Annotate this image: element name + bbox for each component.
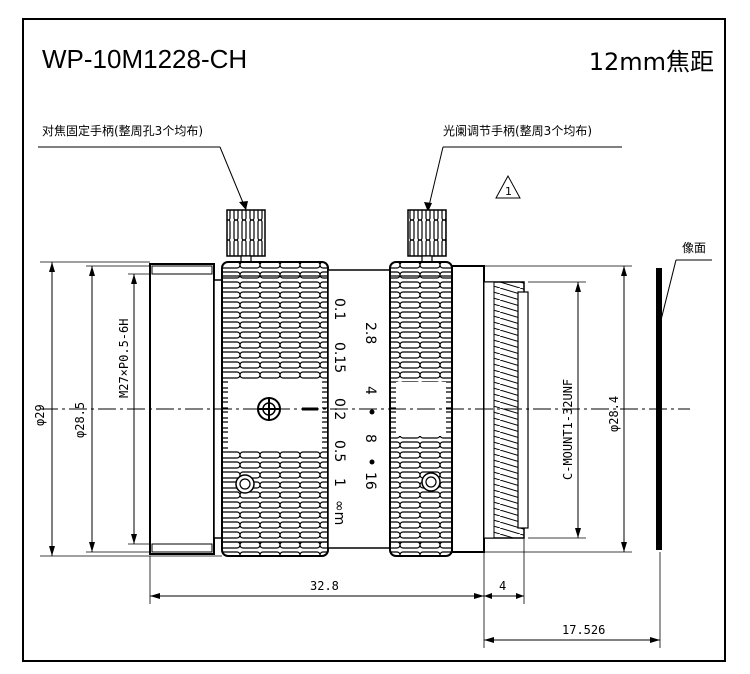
warning-symbol: 1 <box>495 174 521 199</box>
svg-text:4: 4 <box>499 579 506 593</box>
dim-mount-diameter: φ28.4 <box>484 265 632 553</box>
drawing-frame <box>22 18 726 662</box>
svg-text:32.8: 32.8 <box>310 579 339 593</box>
iris-screw-hole <box>421 472 441 492</box>
image-plane-annotation: 像面 <box>659 241 712 325</box>
svg-text:φ29: φ29 <box>33 404 47 426</box>
focus-knob-top <box>226 209 266 257</box>
dim-body-diameter: φ28.5 <box>73 265 150 553</box>
focus-lock-screw <box>257 397 281 421</box>
iris-knob-top <box>407 209 447 257</box>
dim-length: 32.8 <box>149 552 485 604</box>
focus-mark: 0.1 <box>331 298 347 320</box>
focus-screw-hole <box>235 474 255 494</box>
svg-text:17.526: 17.526 <box>562 623 605 637</box>
focus-mark: 0.15 <box>331 342 347 373</box>
focal-length-label: 12mm焦距 <box>588 48 714 76</box>
focus-mark: ∞m <box>331 500 347 525</box>
svg-text:M27×P0.5-6H: M27×P0.5-6H <box>117 319 131 398</box>
svg-text:C-MOUNT1-32UNF: C-MOUNT1-32UNF <box>561 379 575 480</box>
focus-mark: 1 <box>331 478 347 487</box>
model-title: WP-10M1228-CH <box>42 44 248 74</box>
aperture-mark: 16 <box>362 472 378 490</box>
image-plane-label: 像面 <box>682 241 706 255</box>
aperture-mark: 2.8 <box>362 322 378 344</box>
dim-mount-length: 4 <box>484 538 525 604</box>
svg-text:φ28.5: φ28.5 <box>73 402 87 438</box>
dim-mount-thread: C-MOUNT1-32UNF <box>528 281 586 539</box>
aperture-mark: 4 <box>362 386 378 395</box>
aperture-scale: 2.8 4 8 16 <box>362 322 378 490</box>
svg-text:φ28.4: φ28.4 <box>607 396 621 432</box>
iris-knob-annotation: 光阑调节手柄(整周3个均布) <box>424 123 622 212</box>
focus-mark: 0.5 <box>331 440 347 462</box>
focus-knob-note: 对焦固定手柄(整周孔3个均布) <box>42 123 203 138</box>
dim-filter-thread: M27×P0.5-6H <box>117 273 150 545</box>
dim-flange-back: 17.526 <box>483 552 661 648</box>
aperture-mark: 8 <box>362 434 378 443</box>
svg-text:1: 1 <box>505 185 512 198</box>
iris-knob-note: 光阑调节手柄(整周3个均布) <box>443 123 592 138</box>
focus-knob-annotation: 对焦固定手柄(整周孔3个均布) <box>38 123 248 211</box>
dim-outer-diameter: φ29 <box>33 261 222 557</box>
